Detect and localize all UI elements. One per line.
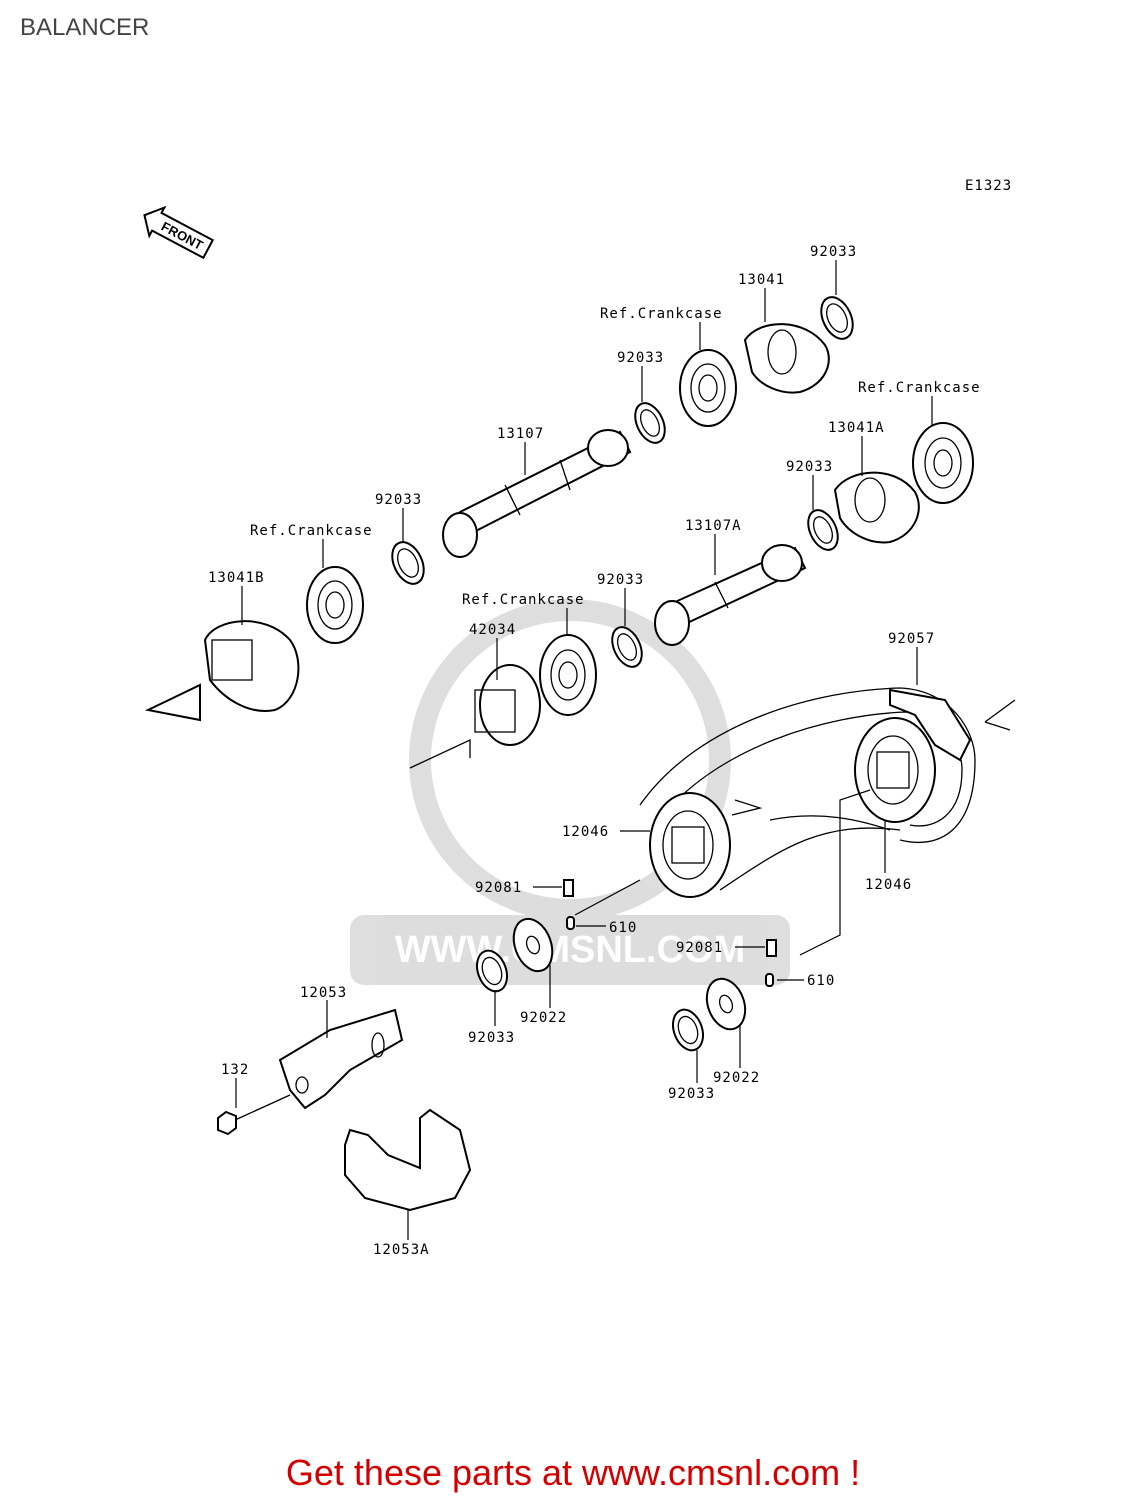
- circlip-92033-c: [391, 541, 425, 585]
- washer-92022-b: [705, 977, 747, 1031]
- label-92033: 92033: [375, 492, 422, 508]
- circlip-92033-f: [476, 949, 508, 993]
- label-610: 610: [807, 973, 835, 989]
- label-ref-crankcase: Ref.Crankcase: [250, 523, 373, 539]
- label-12046: 12046: [562, 824, 609, 840]
- pin-610-a: [566, 916, 575, 930]
- label-92022: 92022: [713, 1070, 760, 1086]
- label-92033: 92033: [786, 459, 833, 475]
- label-13041b: 13041B: [208, 570, 265, 586]
- balancer-shaft-13107: [442, 429, 632, 558]
- spring-92081-b: [766, 939, 777, 957]
- label-13107: 13107: [497, 426, 544, 442]
- footer-link[interactable]: Get these parts at www.cmsnl.com !: [285, 1452, 861, 1493]
- balancer-weight-13041b: [144, 620, 300, 722]
- circlip-92033-d: [807, 509, 839, 551]
- balancer-weight-13041a: [833, 471, 920, 544]
- circlip-92033-a: [820, 296, 854, 340]
- label-ref-crankcase: Ref.Crankcase: [600, 306, 723, 322]
- sprocket-12046-left: [649, 792, 731, 898]
- sprocket-12046-right: [854, 717, 936, 823]
- balancer-weight-13041: [743, 323, 830, 394]
- bearing-lower-right: [912, 422, 974, 504]
- label-13041a: 13041A: [828, 420, 885, 436]
- label-92033: 92033: [617, 350, 664, 366]
- circlip-92033-e: [611, 626, 643, 668]
- bearing-upper-left: [306, 566, 364, 644]
- pin-610-b: [765, 973, 774, 987]
- circlip-92033-b: [634, 402, 666, 444]
- watermark-text: WWW.CMSNL.COM: [395, 929, 745, 971]
- balancer-shaft-13107a: [654, 544, 807, 646]
- label-13107a: 13107A: [685, 518, 742, 534]
- page-title: BALANCER: [20, 14, 150, 41]
- label-610: 610: [609, 920, 637, 936]
- label-13041: 13041: [738, 272, 785, 288]
- label-ref-crankcase: Ref.Crankcase: [462, 592, 585, 608]
- label-132: 132: [221, 1062, 249, 1078]
- label-92033: 92033: [668, 1086, 715, 1102]
- diagram-code: E1323: [965, 178, 1012, 194]
- bearing-upper-right: [679, 349, 737, 427]
- leader-lines: [235, 260, 933, 1240]
- label-12046: 12046: [865, 877, 912, 893]
- chain-92057: [639, 687, 1016, 844]
- label-92081: 92081: [676, 940, 723, 956]
- label-92081: 92081: [475, 880, 522, 896]
- chain-guide-12053a: [344, 1108, 472, 1212]
- label-92033: 92033: [468, 1030, 515, 1046]
- chain-guide-12053: [278, 1008, 404, 1110]
- front-arrow-icon: FRONT: [143, 205, 215, 260]
- bearing-lower-left: [539, 634, 597, 716]
- label-12053a: 12053A: [373, 1242, 430, 1258]
- label-92022: 92022: [520, 1010, 567, 1026]
- gear-42034: [409, 664, 541, 769]
- circlip-92033-g: [672, 1008, 704, 1052]
- label-12053: 12053: [300, 985, 347, 1001]
- label-ref-crankcase: Ref.Crankcase: [858, 380, 981, 396]
- chain-loop-lower: [574, 789, 901, 956]
- part-labels: 92033 13041 Ref.Crankcase 92033 Ref.Cran…: [208, 244, 981, 1258]
- label-92033: 92033: [810, 244, 857, 260]
- label-42034: 42034: [469, 622, 516, 638]
- watermark: WWW.CMSNL.COM: [350, 599, 790, 985]
- washer-92022-a: [512, 917, 554, 973]
- label-92033: 92033: [597, 572, 644, 588]
- spring-92081-a: [563, 879, 574, 897]
- bolt-132: [217, 1094, 291, 1136]
- label-92057: 92057: [888, 631, 935, 647]
